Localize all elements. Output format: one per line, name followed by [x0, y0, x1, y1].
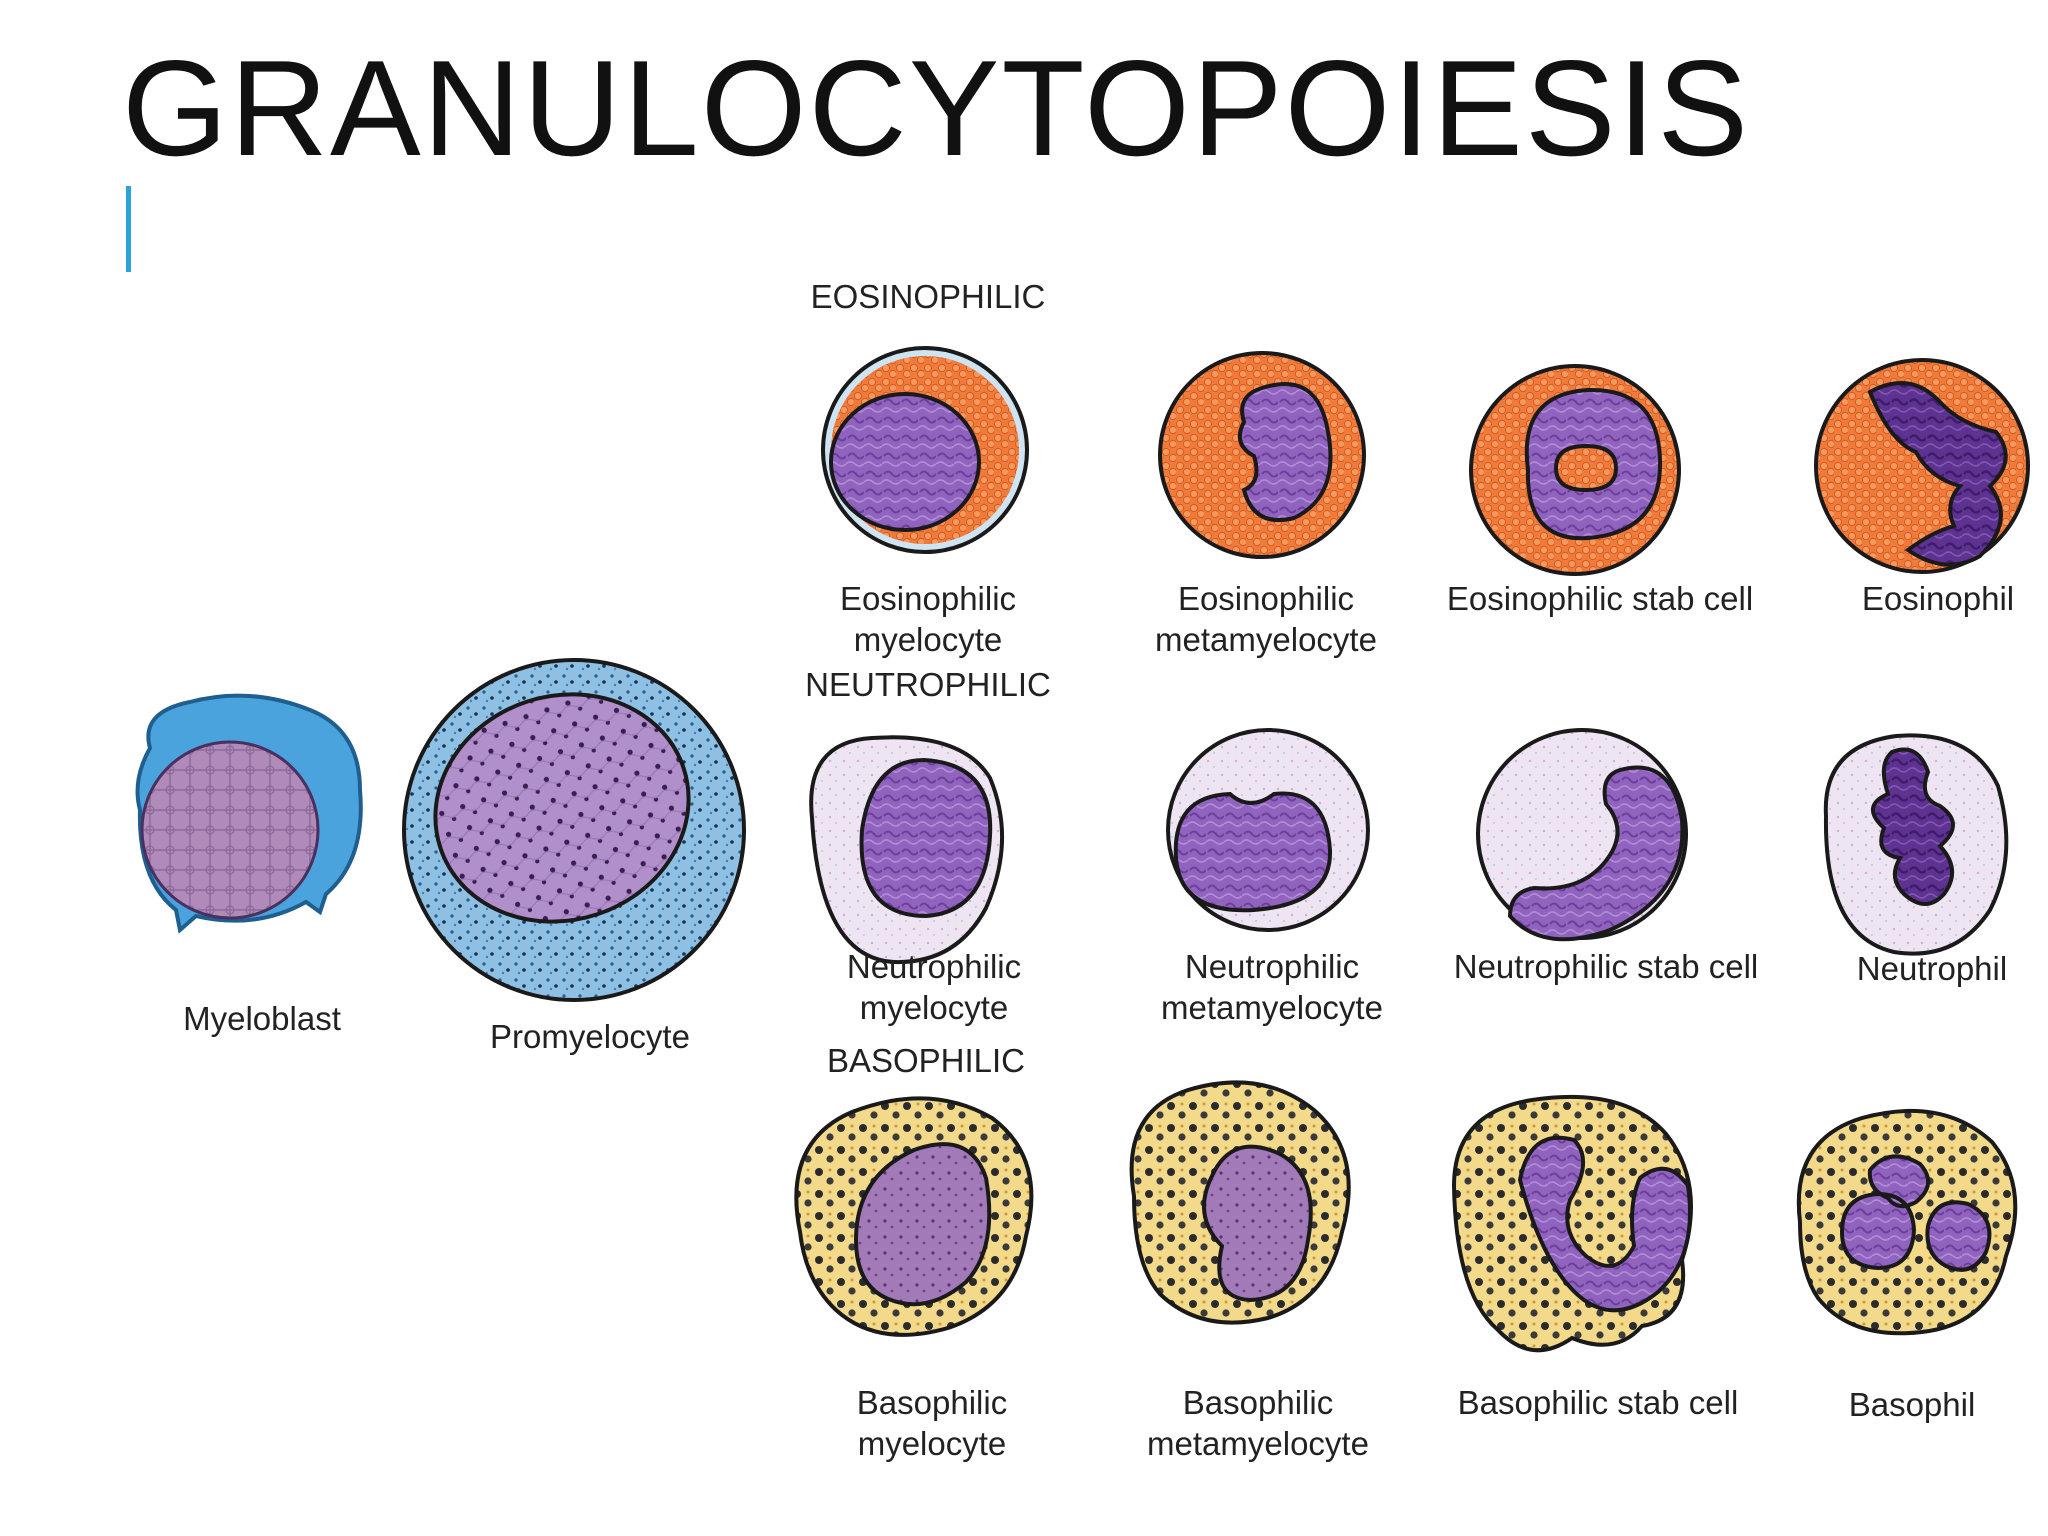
basophilic-metamyelocyte-cell [1129, 1080, 1351, 1325]
label-promyelocyte: Promyelocyte [490, 1018, 690, 1055]
eosinophilic-metamyelocyte-cell [1158, 351, 1366, 559]
label-basophilic-metamyelocyte-2: metamyelocyte [1147, 1425, 1369, 1462]
label-basophilic-metamyelocyte-1: Basophilic [1183, 1384, 1333, 1421]
section-label-eosinophilic: EOSINOPHILIC [811, 278, 1046, 315]
label-neutrophilic-myelocyte-1: Neutrophilic [847, 948, 1021, 985]
promyelocyte-cell [402, 658, 746, 1002]
neutrophilic-stab-cell [1476, 728, 1688, 942]
myeloblast-cell [135, 693, 363, 934]
label-basophilic-myelocyte-2: myelocyte [858, 1425, 1007, 1462]
label-neutrophilic-metamyelocyte-2: metamyelocyte [1161, 989, 1383, 1026]
label-basophil: Basophil [1849, 1386, 1976, 1423]
neutrophilic-metamyelocyte-cell [1166, 728, 1370, 932]
eosinophilic-stab-cell [1469, 364, 1681, 576]
label-basophilic-myelocyte-1: Basophilic [857, 1384, 1007, 1421]
eosinophilic-myelocyte-cell [821, 346, 1029, 554]
label-eosinophilic-myelocyte-2: myelocyte [854, 621, 1003, 658]
label-eosinophilic-stab-cell: Eosinophilic stab cell [1447, 580, 1753, 617]
section-label-basophilic: BASOPHILIC [827, 1042, 1025, 1079]
label-eosinophilic-metamyelocyte-1: Eosinophilic [1178, 580, 1354, 617]
label-eosinophil: Eosinophil [1862, 580, 2014, 617]
basophilic-myelocyte-cell [794, 1096, 1034, 1337]
section-label-neutrophilic: NEUTROPHILIC [805, 666, 1051, 703]
label-neutrophilic-stab-cell: Neutrophilic stab cell [1454, 948, 1758, 985]
label-neutrophilic-myelocyte-2: myelocyte [860, 989, 1009, 1026]
label-eosinophilic-metamyelocyte-2: metamyelocyte [1155, 621, 1377, 658]
basophil-cell [1796, 1108, 2018, 1336]
neutrophil-cell [1823, 733, 2009, 956]
slide-title: GRANULOCYTOPOIESIS [122, 32, 1751, 184]
neutrophilic-myelocyte-cell [809, 735, 1004, 965]
label-myeloblast: Myeloblast [183, 1000, 341, 1037]
label-neutrophil: Neutrophil [1857, 950, 2007, 987]
basophilic-stab-cell [1451, 1094, 1693, 1353]
label-neutrophilic-metamyelocyte-1: Neutrophilic [1185, 948, 1359, 985]
label-basophilic-stab-cell: Basophilic stab cell [1458, 1384, 1739, 1421]
eosinophil-cell [1814, 358, 2030, 574]
label-eosinophilic-myelocyte-1: Eosinophilic [840, 580, 1016, 617]
title-accent-bar [126, 186, 131, 272]
